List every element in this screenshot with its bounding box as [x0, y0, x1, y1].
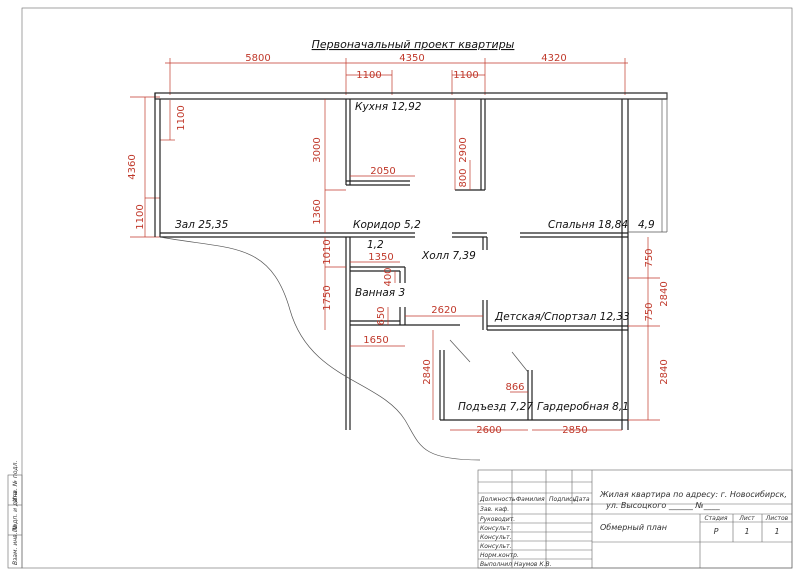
- side-stamp: [7, 474, 23, 569]
- dim-label: 1100: [135, 204, 146, 229]
- stamp-row-label: Норм.контр.: [480, 552, 519, 559]
- stamp-row-label: Выполнил: [480, 561, 512, 568]
- dim-label: 3000: [312, 137, 323, 162]
- dim-label: 1100: [453, 70, 478, 81]
- dim-label: 1750: [322, 285, 333, 310]
- stamp-street: ул. Высоцкого ______ №____: [605, 501, 721, 510]
- stamp-header: Должность: [479, 496, 516, 503]
- dim-label: 1650: [363, 335, 388, 346]
- stamp-header: Подпись: [549, 496, 576, 503]
- room-label-lobby: Холл 7,39: [421, 250, 476, 262]
- stamp-row-label: Консульт.: [480, 534, 512, 541]
- side-stamp-text: Подп. и дата: [12, 491, 19, 532]
- dim-label: 800: [458, 168, 469, 187]
- drawing-frame: [21, 7, 793, 569]
- stamp-row-label: Зав. каф.: [480, 506, 509, 513]
- room-label-entrance: Подъезд 7,27: [458, 401, 533, 413]
- dim-label: 400: [383, 267, 394, 286]
- dim-label: 2620: [431, 305, 456, 316]
- stamp-stage: Р: [714, 527, 719, 536]
- stamp-sheets-label: Листов: [765, 515, 789, 522]
- dim-label: 1100: [356, 70, 381, 81]
- dim-label: 1350: [368, 252, 393, 263]
- stamp-project: Жилая квартира по адресу: г. Новосибирск…: [599, 490, 787, 499]
- dim-label: 2840: [422, 359, 433, 384]
- interior-dimensions: [324, 99, 660, 431]
- stamp-header: Фамилия: [516, 496, 545, 503]
- stamp-row-label: Консульт.: [480, 543, 512, 550]
- room-label-balcony: 4,9: [638, 219, 655, 231]
- stamp-sheet-title: Обмерный план: [600, 523, 667, 532]
- top-dimensions: [165, 58, 628, 95]
- side-stamp-text: Взам. инв. №: [12, 524, 19, 565]
- room-label-bedroom: Спальня 18,84: [548, 219, 628, 231]
- dim-label: 5800: [245, 53, 270, 64]
- room-label-kitchen: Кухня 12,92: [355, 101, 422, 113]
- title-block: [477, 469, 793, 569]
- dim-label: 650: [376, 306, 387, 325]
- stamp-stage-label: Стадия: [704, 515, 727, 522]
- stamp-sheet-label: Лист: [738, 515, 755, 522]
- dim-label: 1360: [312, 199, 323, 224]
- dim-label: 750: [644, 302, 655, 321]
- walls: [154, 92, 668, 461]
- room-label-kids-gym: Детская/Спортзал 12,33: [494, 311, 630, 323]
- dim-label: 2600: [476, 425, 501, 436]
- room-label-wc: 1,2: [367, 239, 384, 251]
- dim-label: 4320: [541, 53, 566, 64]
- side-stamp-text: Инв. № подл.: [12, 461, 19, 502]
- dim-label: 2850: [562, 425, 587, 436]
- drawing-title: Первоначальный проект квартиры: [312, 38, 515, 51]
- dim-label: 2840: [659, 281, 670, 306]
- stamp-sheets: 1: [774, 527, 779, 536]
- dim-label: 4350: [399, 53, 424, 64]
- dim-label: 4360: [127, 154, 138, 179]
- dim-label: 1010: [322, 239, 333, 264]
- dim-label: 866: [505, 382, 524, 393]
- stamp-header: Дата: [573, 496, 590, 503]
- stamp-sheet: 1: [744, 527, 749, 536]
- room-label-bathroom: Ванная 3: [355, 287, 405, 299]
- dim-label: 2900: [458, 137, 469, 162]
- stamp-row-label: Консульт.: [480, 525, 512, 532]
- stamp-row-label: Руководит.: [480, 516, 515, 523]
- room-label-wardrobe: Гардеробная 8,1: [537, 401, 629, 413]
- dim-label: 2840: [659, 359, 670, 384]
- dim-label: 750: [644, 248, 655, 267]
- stamp-performer: Наумов К.В.: [514, 561, 552, 568]
- dim-label: 1100: [176, 105, 187, 130]
- room-label-hall: Зал 25,35: [175, 219, 229, 231]
- room-label-corridor: Коридор 5,2: [353, 219, 421, 231]
- dim-label: 2050: [370, 166, 395, 177]
